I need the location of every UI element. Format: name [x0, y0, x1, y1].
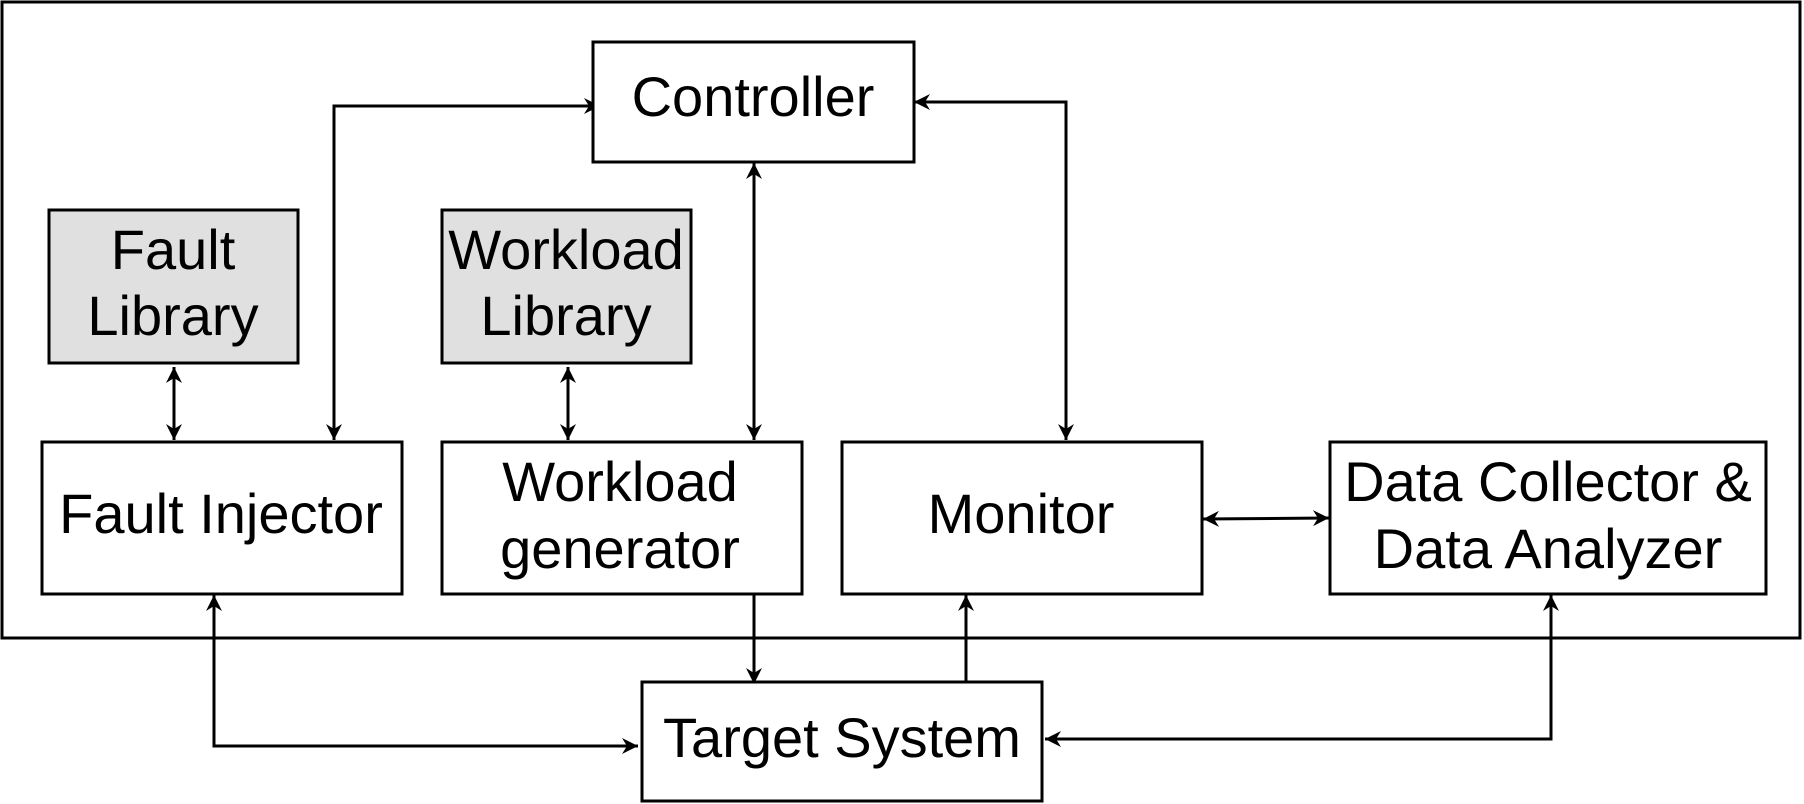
fault-library-box-shape: [47, 208, 300, 365]
fault-injector-box-shape: [40, 440, 404, 596]
connector-controller-monitor: [914, 94, 1074, 440]
controller-label: Controller: [632, 65, 875, 128]
target-system-box-shape: [640, 680, 1044, 803]
workload-generator-label-line-2: generator: [500, 517, 740, 580]
data-collector-label-line-2: Data Analyzer: [1374, 517, 1723, 580]
workload-library-box-shape: [440, 208, 693, 365]
target-system-box: Target System: [640, 680, 1044, 803]
data-collector-box-shape: [1328, 440, 1768, 596]
workload-library-label-line-1: Workload: [448, 218, 684, 281]
workload-library-label-line-2: Library: [480, 284, 651, 347]
fault-library-box: Fault Library: [47, 208, 300, 365]
data-collector-box: Data Collector & Data Analyzer: [1328, 440, 1768, 596]
workload-generator-label-line-1: Workload: [502, 450, 738, 513]
fault-injector-box: Fault Injector: [40, 440, 404, 596]
fault-library-label-line-1: Fault: [111, 218, 236, 281]
connectors: [166, 94, 1559, 754]
monitor-box-shape: [840, 440, 1204, 596]
monitor-box: Monitor: [840, 440, 1204, 596]
workload-library-box: Workload Library: [440, 208, 693, 365]
controller-box: Controller: [591, 40, 916, 164]
framework-boundary: [0, 0, 1802, 640]
connector-monitor-data-collector: [1202, 510, 1330, 527]
controller-box-shape: [591, 40, 916, 164]
connector-fault-injector-controller: [326, 98, 600, 440]
monitor-label: Monitor: [928, 482, 1115, 545]
data-collector-label-line-1: Data Collector &: [1344, 450, 1752, 513]
connector-fault-injector-target-system: [206, 595, 638, 754]
target-system-label: Target System: [663, 706, 1021, 769]
workload-generator-box: Workload generator: [440, 440, 804, 596]
workload-generator-box-shape: [440, 440, 804, 596]
fault-injector-label: Fault Injector: [59, 482, 383, 545]
fault-library-label-line-2: Library: [87, 284, 258, 347]
connector-data-collector-target-system: [1045, 595, 1559, 747]
